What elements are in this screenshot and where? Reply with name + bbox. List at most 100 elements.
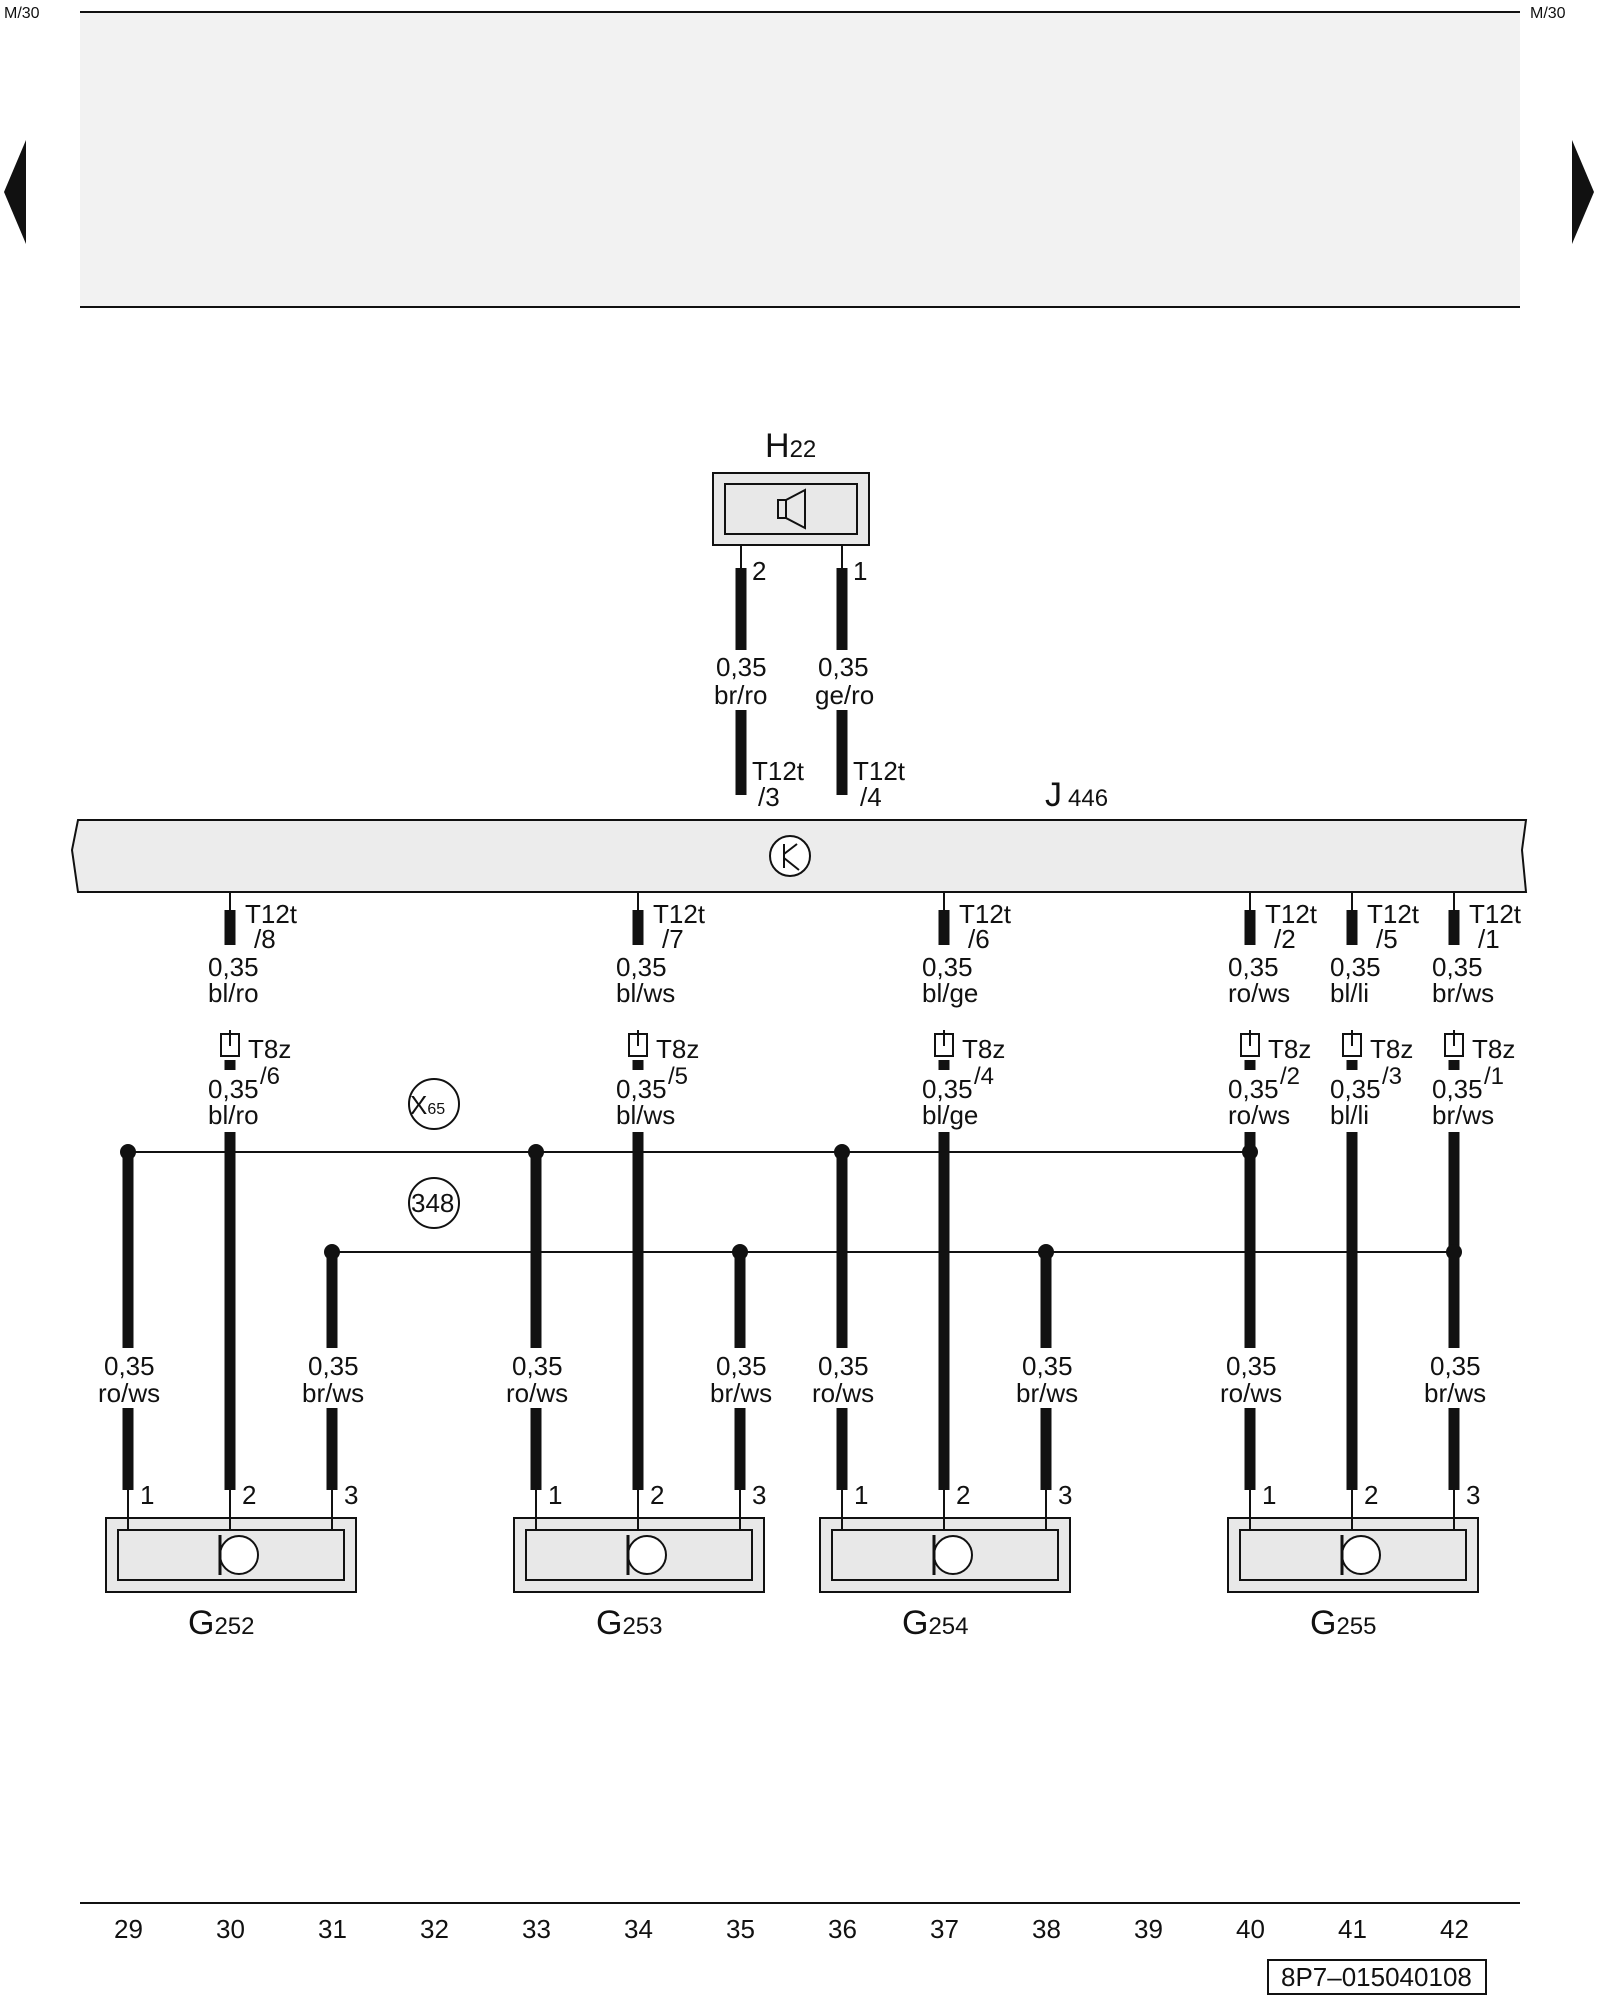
sensor-wire-gauge: 0,35: [1330, 952, 1381, 982]
lower-wire-label-gap: [812, 1348, 874, 1408]
sensor-wire-connector: T12t: [1265, 899, 1318, 929]
horn-wire-1-pin: /3: [758, 782, 780, 812]
doc-number-box: [1267, 1959, 1487, 1995]
lower-wire-color: br/ws: [1424, 1378, 1486, 1408]
sensor-wire-gauge: 0,35: [922, 952, 973, 982]
sensor-label-main: G: [188, 1604, 214, 1642]
sensor-label-main: G: [596, 1604, 622, 1642]
x65-main: X: [410, 1090, 427, 1120]
sensor-wire-plug: T8z: [656, 1034, 699, 1064]
lower-wire-gauge: 0,35: [716, 1351, 767, 1381]
sensor-wire-plug: T8z: [248, 1034, 291, 1064]
sensor-wire-gauge: 0,35: [208, 952, 259, 982]
sensor-wire-pin: /1: [1478, 924, 1500, 954]
lower-wires-layer: 0,35ro/ws0,35br/ws0,35ro/ws0,35br/ws0,35…: [98, 1144, 1486, 1490]
x65-sub: 65: [427, 1101, 445, 1118]
lower-wire-label-gap: [1016, 1348, 1078, 1408]
sensor-wire-plug-pin: /1: [1484, 1063, 1504, 1090]
sensor-wire-color2: br/ws: [1432, 1100, 1494, 1130]
lower-wire-label-gap: [1424, 1348, 1486, 1408]
header-band: [80, 12, 1520, 307]
sensor-pin-label: 3: [1466, 1480, 1480, 1510]
connection-x65-marker: X65: [408, 1078, 460, 1130]
sensor-wire-connector: T12t: [959, 899, 1012, 929]
sensor-pin-label: 1: [1262, 1480, 1276, 1510]
horn-wire-2-pin: /4: [860, 782, 882, 812]
track-number: 32: [420, 1914, 449, 1944]
sensor-icon: [626, 1535, 667, 1575]
page-ref-right: M/30: [1530, 5, 1566, 22]
lower-wire-gauge: 0,35: [1226, 1351, 1277, 1381]
sensor-wire-connector: T12t: [1367, 899, 1420, 929]
horn-pin-2: 2: [752, 556, 766, 586]
sensor-label: G253: [596, 1604, 663, 1642]
sensor-wire-pin: /5: [1376, 924, 1398, 954]
sensor-pin-label: 1: [854, 1480, 868, 1510]
sensor-label-main: G: [1310, 1604, 1336, 1642]
sensor-label-sub: 254: [928, 1613, 968, 1640]
plug-icon: [628, 1030, 648, 1057]
sensor-label: G252: [188, 1604, 255, 1642]
sensor-label-sub: 253: [622, 1613, 662, 1640]
sensor-pin-label: 1: [548, 1480, 562, 1510]
track-number: 31: [318, 1914, 347, 1944]
sensor-wire-color: bl/li: [1330, 978, 1369, 1008]
sensor-icon: [218, 1535, 259, 1575]
horn-label: H22: [765, 427, 816, 465]
track-number: 42: [1440, 1914, 1469, 1944]
track-number: 36: [828, 1914, 857, 1944]
plug-icon: [934, 1030, 954, 1057]
sensor-wire-connector: T12t: [245, 899, 298, 929]
svg-text:X65: X65: [410, 1090, 445, 1120]
triangle-right-icon[interactable]: [1572, 140, 1594, 244]
horn-wire-2-connector: T12t: [853, 756, 906, 786]
lower-wire-color: br/ws: [710, 1378, 772, 1408]
sensor-pin-label: 3: [344, 1480, 358, 1510]
connection-348-marker: 348: [408, 1177, 460, 1229]
sensor-pin-label: 3: [752, 1480, 766, 1510]
sensor-wire-gauge2: 0,35: [1330, 1074, 1381, 1104]
lower-wire-gauge: 0,35: [308, 1351, 359, 1381]
sensor-wire-plug-pin: /6: [260, 1063, 280, 1090]
sensor-wire-plug-pin: /2: [1280, 1063, 1300, 1090]
sensor-wire-plug-pin: /5: [668, 1063, 688, 1090]
sensor-wire-color: bl/ws: [616, 978, 675, 1008]
sensor-wire-plug: T8z: [1472, 1034, 1515, 1064]
track-number: 30: [216, 1914, 245, 1944]
sensor-wire-plug-pin: /3: [1382, 1063, 1402, 1090]
sensor-wire-color: ro/ws: [1228, 978, 1290, 1008]
sensor-wire-color2: bl/li: [1330, 1100, 1369, 1130]
lower-wire-color: ro/ws: [1220, 1378, 1282, 1408]
horn-wire-2-color: ge/ro: [815, 680, 874, 710]
c348-label: 348: [411, 1188, 454, 1218]
lower-wire-color: ro/ws: [812, 1378, 874, 1408]
lower-wire-label-gap: [710, 1348, 772, 1408]
track-number: 37: [930, 1914, 959, 1944]
sensor-wire-gauge2: 0,35: [1228, 1074, 1279, 1104]
sensor-label: G254: [902, 1604, 969, 1642]
doc-number: 8P7–015040108: [1281, 1962, 1472, 1992]
plug-icon: [1240, 1030, 1260, 1057]
lower-wire-gauge: 0,35: [818, 1351, 869, 1381]
track-number: 41: [1338, 1914, 1367, 1944]
track-number: 29: [114, 1914, 143, 1944]
sensor-wire-color2: bl/ge: [922, 1100, 978, 1130]
lower-wire-color: ro/ws: [506, 1378, 568, 1408]
sensor-wire-pin: /8: [254, 924, 276, 954]
sensor-wire-gauge2: 0,35: [208, 1074, 259, 1104]
sensor-pin-label: 1: [140, 1480, 154, 1510]
horn-label-sub: 22: [790, 436, 817, 463]
horn-wire-2-label-gap: [817, 650, 867, 710]
lower-wire-gauge: 0,35: [512, 1351, 563, 1381]
triangle-left-icon[interactable]: [4, 140, 26, 244]
track-number: 34: [624, 1914, 653, 1944]
